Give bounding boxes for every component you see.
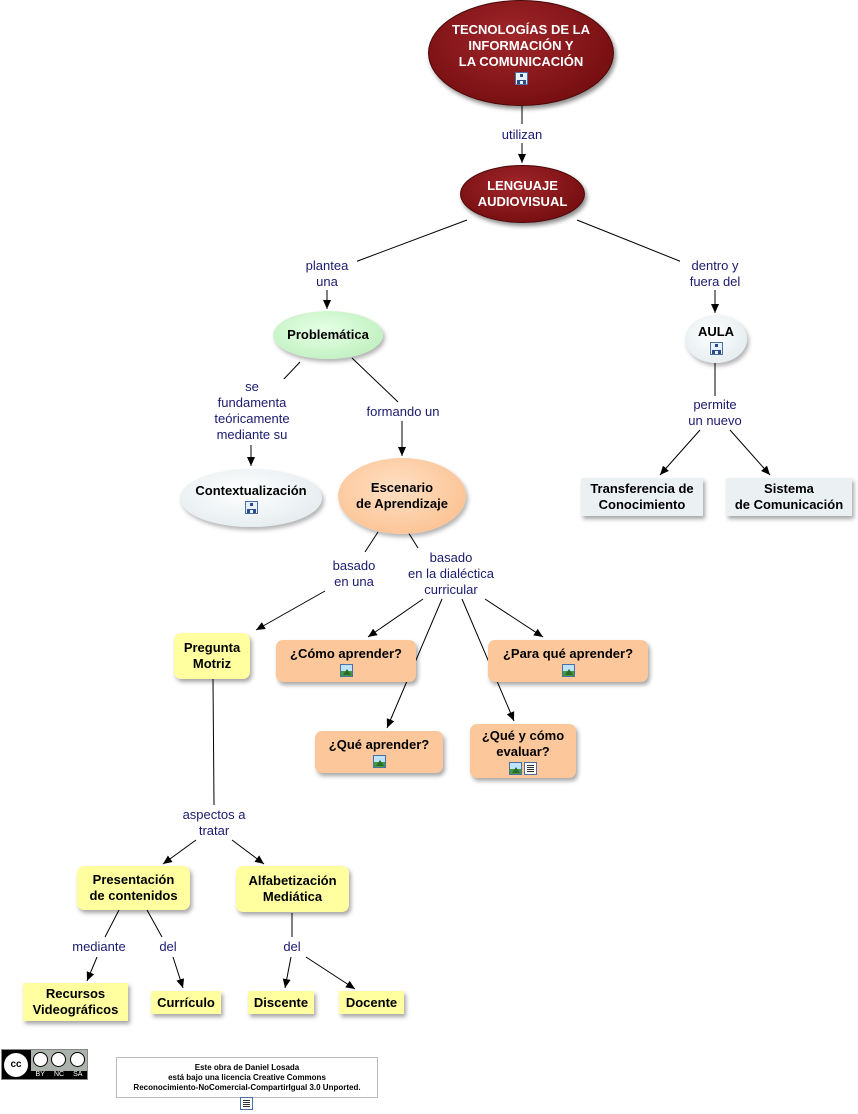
edge-pregunta-aspectos — [212, 678, 215, 806]
edge-lenguaje-plantea — [354, 219, 468, 263]
node-transferencia-label: Transferencia de Conocimiento — [590, 481, 694, 512]
edge-del-discente — [282, 956, 292, 989]
node-presentacion-label: Presentación de contenidos — [89, 872, 178, 903]
node-escenario[interactable]: Escenario de Aprendizaje — [338, 458, 466, 534]
image-icon[interactable] — [339, 663, 353, 677]
document-icon[interactable] — [524, 761, 537, 775]
link-formando: formando un — [353, 404, 453, 420]
concept-map-icon[interactable] — [709, 341, 723, 355]
link-basado-una: basado en una — [320, 558, 388, 590]
node-alfabetizacion-label: Alfabetización Mediática — [248, 873, 337, 904]
node-recursos[interactable]: Recursos Videográficos — [23, 983, 128, 1021]
concept-map-icon[interactable] — [244, 500, 258, 514]
link-basado-dialectica: basado en la dialéctica curricular — [393, 550, 509, 598]
link-del-presentacion: del — [152, 939, 184, 955]
node-discente-label: Discente — [253, 994, 309, 1010]
node-curriculo-label: Currículo — [157, 994, 215, 1010]
link-fundamenta: se fundamenta teóricamente mediante su — [198, 379, 306, 443]
edge-basado-una-pregunta — [255, 590, 326, 631]
cc-label-by: BY — [35, 1071, 45, 1078]
edge-dialectica-como — [367, 598, 424, 638]
link-dentro: dentro y fuera del — [680, 258, 750, 290]
node-pregunta-label: Pregunta Motriz — [183, 640, 241, 671]
link-plantea: plantea una — [297, 258, 357, 290]
node-queycomo-label: ¿Qué y cómo evaluar? — [481, 727, 565, 759]
creative-commons-badge[interactable]: cc BY NC SA — [1, 1049, 88, 1080]
edge-del-curriculo — [172, 956, 185, 989]
edge-aspectos-alfabetizacion — [231, 839, 265, 865]
node-contextualizacion[interactable]: Contextualización — [180, 469, 322, 527]
edge-presentacion-del — [146, 909, 163, 938]
link-utilizan: utilizan — [492, 127, 552, 143]
edge-lenguaje-dentro — [576, 219, 683, 263]
image-icon[interactable] — [372, 754, 386, 768]
node-contextualizacion-label: Contextualización — [195, 482, 307, 498]
edge-permite-sistema — [729, 429, 771, 476]
cc-logo-icon: cc — [4, 1052, 28, 1077]
node-transferencia[interactable]: Transferencia de Conocimiento — [581, 478, 703, 516]
node-pregunta[interactable]: Pregunta Motriz — [174, 633, 250, 679]
edge-permite-transferencia — [659, 429, 701, 476]
edge-dialectica-paraque — [484, 598, 544, 638]
license-note: Este obra de Daniel Losada está bajo una… — [116, 1057, 378, 1098]
link-mediante: mediante — [63, 939, 135, 955]
node-lenguaje[interactable]: LENGUAJE AUDIOVISUAL — [460, 165, 585, 223]
node-lenguaje-label: LENGUAJE AUDIOVISUAL — [477, 178, 568, 209]
node-docente[interactable]: Docente — [339, 991, 404, 1014]
node-como-label: ¿Cómo aprender? — [290, 645, 402, 661]
node-como[interactable]: ¿Cómo aprender? — [276, 640, 416, 682]
node-presentacion[interactable]: Presentación de contenidos — [77, 866, 190, 910]
by-icon — [32, 1052, 48, 1067]
node-aula-label: AULA — [697, 323, 735, 339]
edge-problematica-formando — [351, 357, 399, 403]
node-problematica-label: Problemática — [287, 327, 369, 342]
node-escenario-label: Escenario de Aprendizaje — [356, 480, 448, 511]
node-paraque[interactable]: ¿Para qué aprender? — [488, 640, 648, 682]
node-tic-label: TECNOLOGÍAS DE LA INFORMACIÓN Y LA COMUN… — [452, 21, 590, 69]
node-queycomo[interactable]: ¿Qué y cómo evaluar? — [470, 724, 576, 778]
image-icon[interactable] — [509, 761, 522, 775]
node-curriculo[interactable]: Currículo — [151, 991, 221, 1014]
link-del-alfabetizacion: del — [276, 939, 308, 955]
link-aspectos: aspectos a tratar — [170, 807, 258, 839]
sa-icon — [70, 1052, 86, 1067]
node-que[interactable]: ¿Qué aprender? — [315, 731, 443, 773]
license-text: Este obra de Daniel Losada está bajo una… — [133, 1062, 361, 1092]
edge-presentacion-mediante — [104, 909, 120, 938]
node-tic[interactable]: TECNOLOGÍAS DE LA INFORMACIÓN Y LA COMUN… — [428, 0, 614, 106]
edge-aspectos-presentacion — [162, 839, 197, 865]
edge-mediante-recursos — [86, 956, 98, 982]
node-docente-label: Docente — [345, 994, 398, 1010]
cc-label-sa: SA — [73, 1071, 83, 1078]
node-que-label: ¿Qué aprender? — [328, 736, 430, 752]
node-alfabetizacion[interactable]: Alfabetización Mediática — [236, 866, 349, 912]
edge-escenario-basado-dialectica — [407, 531, 419, 549]
document-icon[interactable] — [240, 1097, 253, 1110]
image-icon[interactable] — [561, 663, 575, 677]
node-sistema[interactable]: Sistema de Comunicación — [726, 478, 852, 516]
node-problematica[interactable]: Problemática — [273, 311, 383, 359]
nc-icon — [51, 1052, 67, 1067]
node-paraque-label: ¿Para qué aprender? — [502, 645, 634, 661]
node-aula[interactable]: AULA — [685, 315, 747, 363]
node-recursos-label: Recursos Videográficos — [32, 986, 119, 1017]
edge-del-docente — [305, 956, 356, 990]
edge-problematica-fundamenta — [282, 361, 301, 381]
node-discente[interactable]: Discente — [248, 991, 314, 1014]
cc-label-nc: NC — [53, 1071, 65, 1078]
edge-escenario-basado-una — [364, 531, 379, 553]
concept-map-icon[interactable] — [514, 71, 528, 85]
link-permite: permite un nuevo — [680, 397, 750, 429]
node-sistema-label: Sistema de Comunicación — [734, 481, 844, 512]
